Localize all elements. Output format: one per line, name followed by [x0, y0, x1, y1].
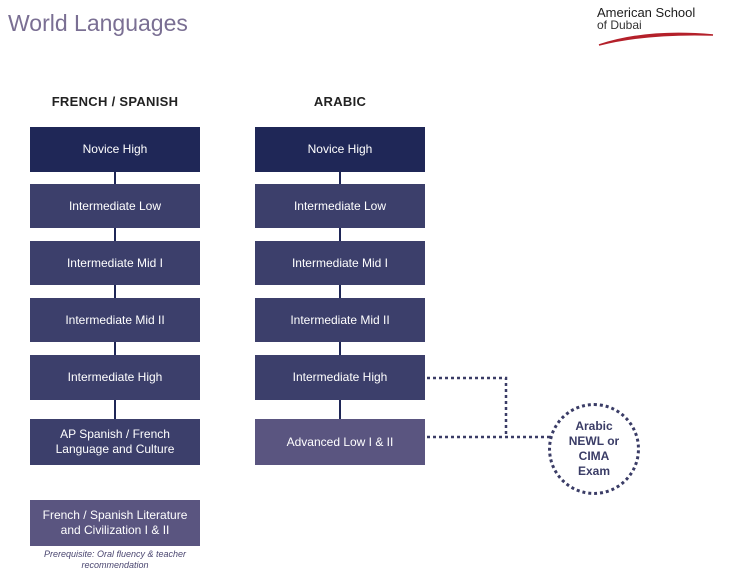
exam-label: Arabic NEWL or CIMA Exam — [568, 419, 620, 478]
connector-line — [114, 228, 116, 241]
ar-level-intermediate-high: Intermediate High — [255, 355, 425, 400]
french-spanish-heading: FRENCH / SPANISH — [51, 94, 179, 109]
ar-level-intermediate-mid-1: Intermediate Mid I — [255, 241, 425, 285]
prerequisite-note: Prerequisite: Oral fluency & teacher rec… — [43, 549, 187, 570]
page-title: World Languages — [8, 10, 188, 36]
fs-level-ap: AP Spanish / French Language and Culture — [30, 419, 200, 465]
connector-line — [339, 285, 341, 298]
connector-line — [339, 400, 341, 419]
connector-line — [114, 342, 116, 355]
connector-line — [339, 228, 341, 241]
arabic-heading: ARABIC — [313, 94, 367, 109]
fs-level-intermediate-mid-1: Intermediate Mid I — [30, 241, 200, 285]
connector-line — [114, 285, 116, 298]
connector-line — [114, 400, 116, 419]
fs-level-intermediate-high: Intermediate High — [30, 355, 200, 400]
logo-line2: of Dubai — [597, 18, 642, 32]
fs-level-intermediate-mid-2: Intermediate Mid II — [30, 298, 200, 342]
fs-level-novice-high: Novice High — [30, 127, 200, 172]
school-logo: American School of Dubai — [597, 5, 717, 46]
connector-line — [339, 342, 341, 355]
logo-line1: American School — [597, 5, 696, 20]
exam-circle: Arabic NEWL or CIMA Exam — [548, 403, 640, 495]
connector-line — [339, 172, 341, 184]
ar-level-novice-high: Novice High — [255, 127, 425, 172]
connector-line — [114, 172, 116, 184]
ar-level-advanced-low: Advanced Low I & II — [255, 419, 425, 465]
ar-level-intermediate-mid-2: Intermediate Mid II — [255, 298, 425, 342]
ar-level-intermediate-low: Intermediate Low — [255, 184, 425, 228]
fs-level-intermediate-low: Intermediate Low — [30, 184, 200, 228]
logo-swoosh-icon — [598, 32, 714, 46]
fs-literature-box: French / Spanish Literature and Civiliza… — [30, 500, 200, 546]
